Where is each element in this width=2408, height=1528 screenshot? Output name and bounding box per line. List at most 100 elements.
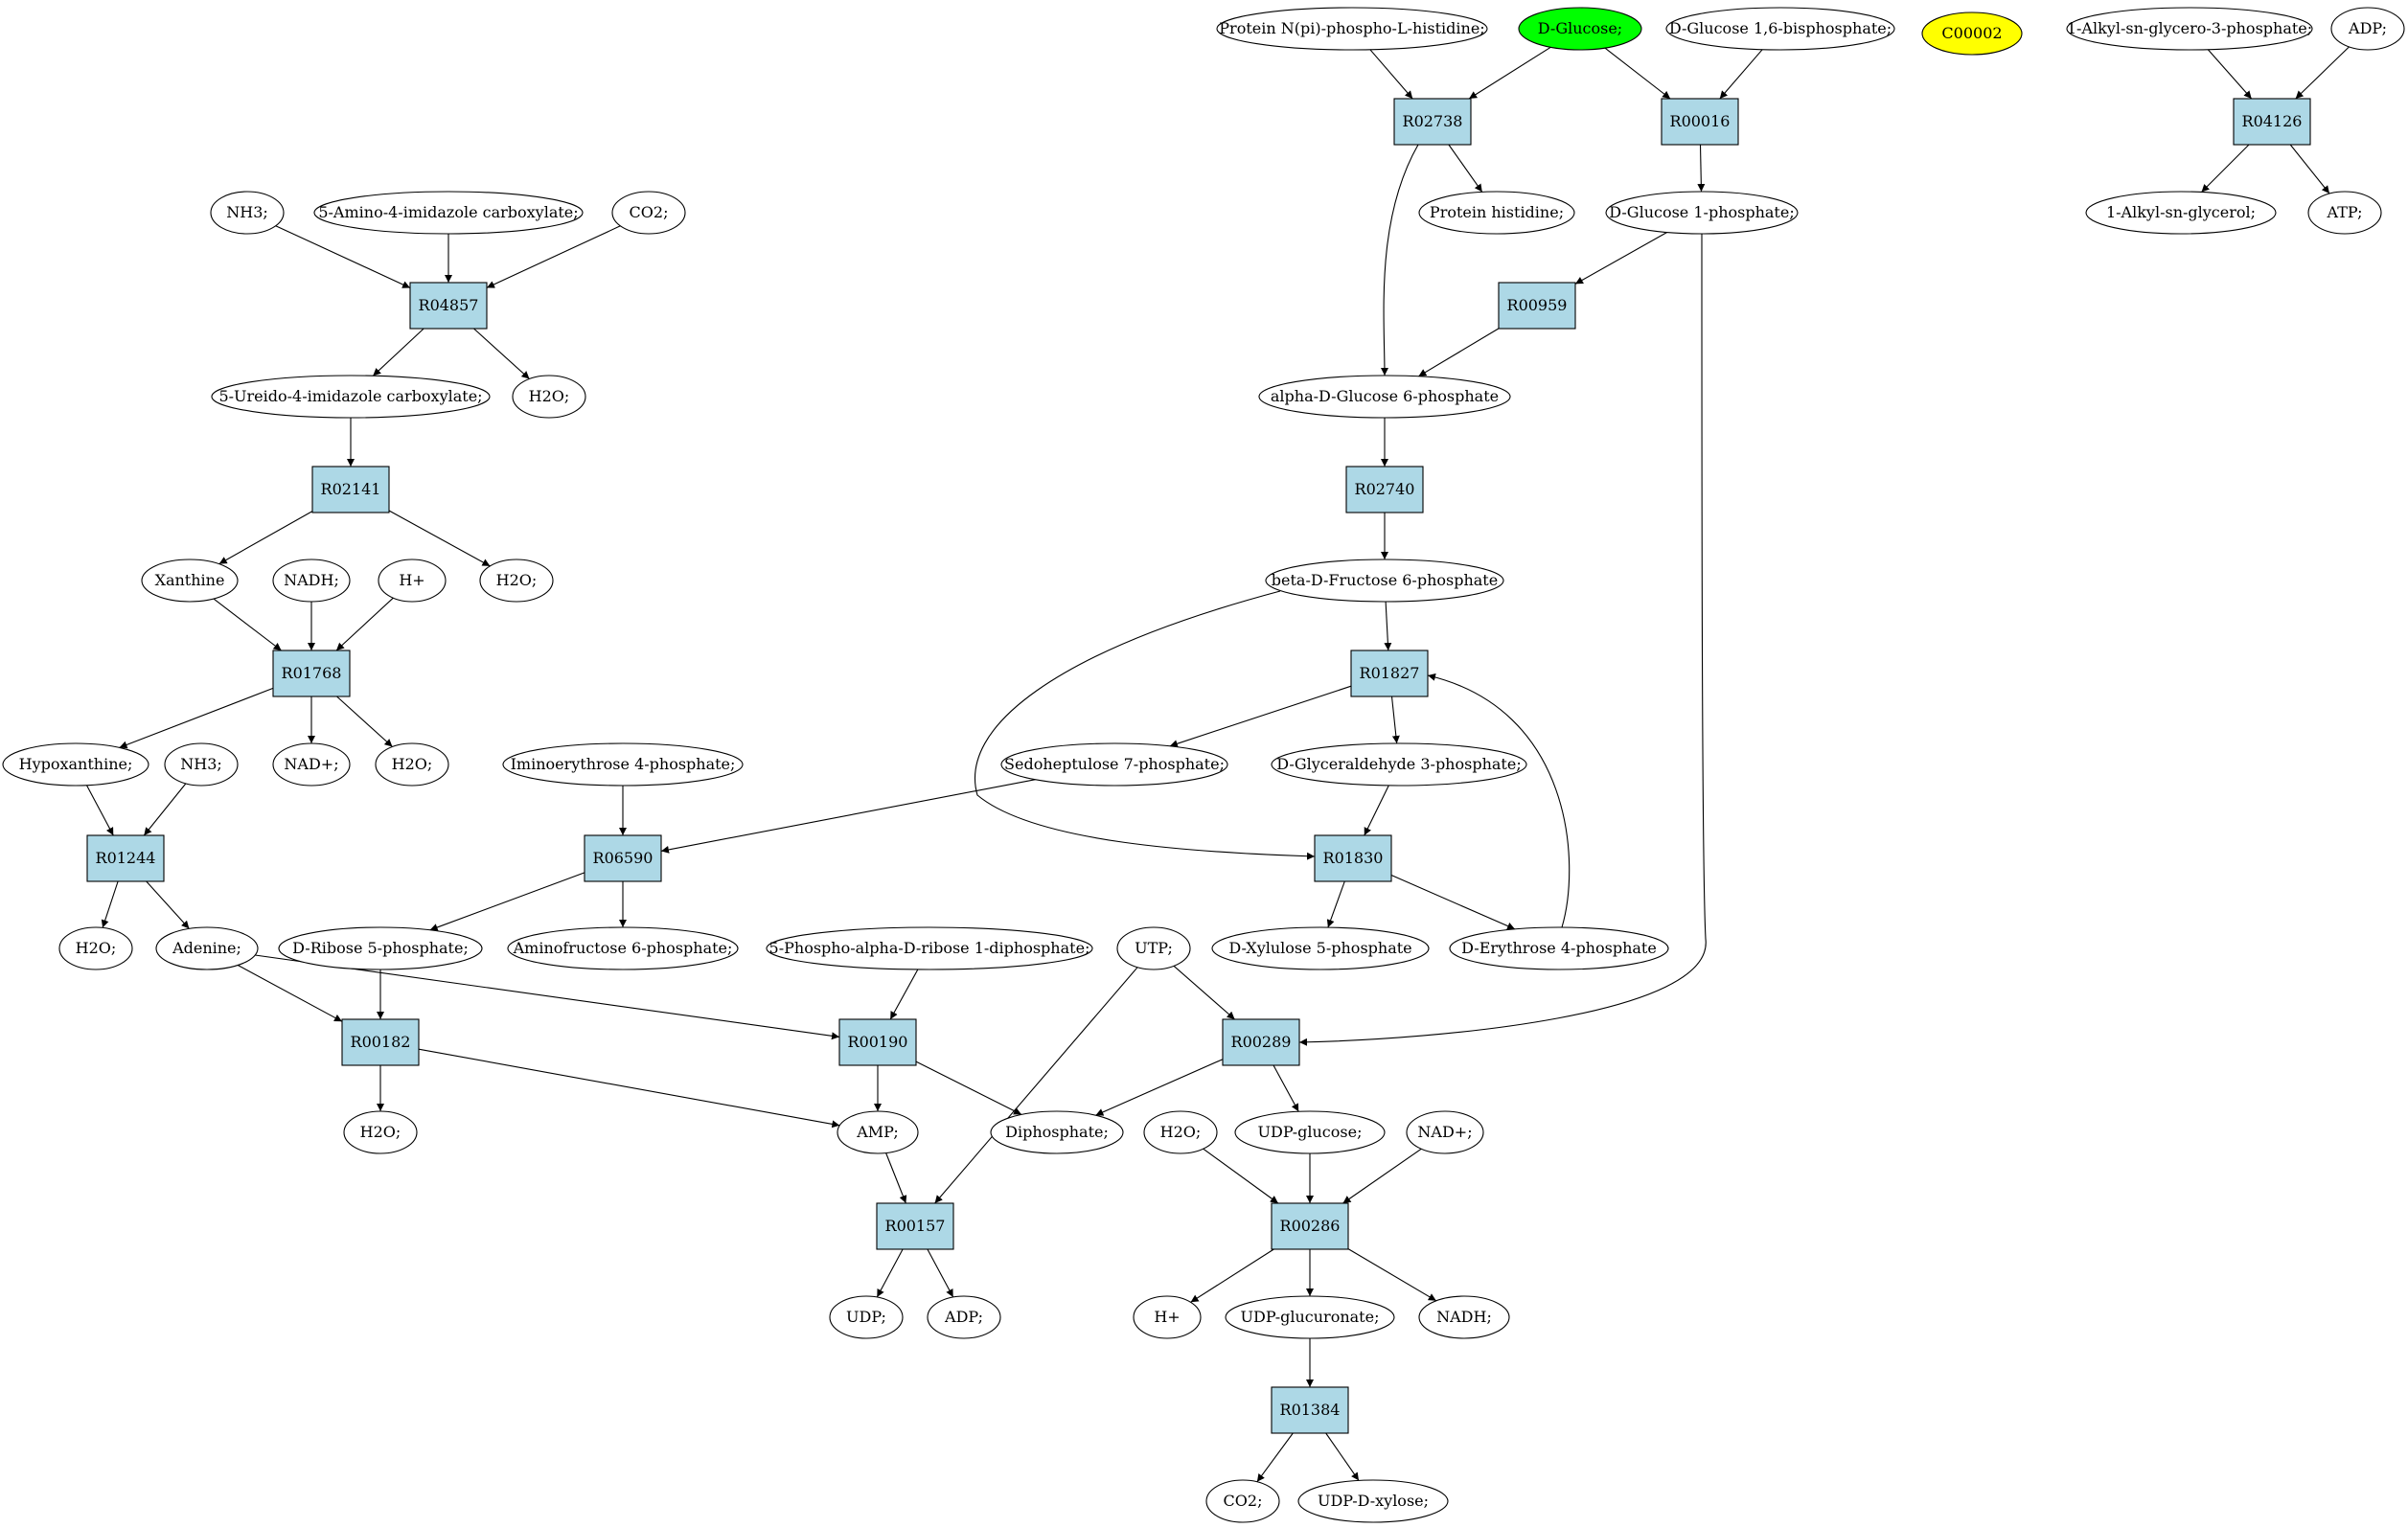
edge-c_utp-to-R00289 (1173, 965, 1235, 1020)
compound-label: UTP; (1135, 939, 1173, 957)
compound-node-c_aminofru6p[interactable]: Aminofructose 6-phosphate; (507, 926, 739, 970)
compound-label: beta-D-Fructose 6-phosphate (1272, 571, 1498, 589)
reaction-node-R02738[interactable]: R02738 (1393, 98, 1472, 146)
compound-label: D-Erythrose 4-phosphate (1461, 939, 1657, 957)
reaction-node-R00182[interactable]: R00182 (341, 1018, 420, 1066)
reaction-node-R00190[interactable]: R00190 (838, 1018, 917, 1066)
compound-node-c_hplus_b[interactable]: H+ (1133, 1295, 1202, 1339)
compound-node-c_iminoery[interactable]: Iminoerythrose 4-phosphate; (502, 742, 744, 787)
reaction-node-R04857[interactable]: R04857 (409, 282, 488, 330)
reaction-node-R00286[interactable]: R00286 (1271, 1202, 1349, 1250)
compound-ellipse (375, 742, 449, 787)
compound-node-c_adenine[interactable]: Adenine; (155, 926, 259, 970)
reaction-node-R04126[interactable]: R04126 (2233, 98, 2311, 146)
compound-label: Xanthine (155, 571, 225, 589)
compound-ellipse (512, 375, 586, 419)
compound-node-c_bf6p[interactable]: beta-D-Fructose 6-phosphate (1265, 559, 1504, 603)
reaction-node-R02740[interactable]: R02740 (1345, 466, 1424, 513)
compound-node-c_nadh_a[interactable]: NADH; (272, 559, 351, 603)
reaction-node-R01827[interactable]: R01827 (1350, 650, 1429, 697)
compound-ellipse (479, 559, 554, 603)
reaction-box (341, 1018, 420, 1066)
compound-node-c_protein_nphis[interactable]: Protein N(pi)-phospho-L-histidine; (1216, 7, 1488, 51)
compound-label: Iminoerythrose 4-phosphate; (511, 755, 736, 773)
compound-node-c_nadplus_b[interactable]: NAD+; (1406, 1110, 1484, 1154)
compound-ellipse (211, 375, 491, 419)
compound-ellipse (1143, 1110, 1218, 1154)
compound-node-c_e4p[interactable]: D-Erythrose 4-phosphate (1449, 926, 1669, 970)
compound-node-c_co2_b[interactable]: CO2; (1205, 1479, 1280, 1523)
reaction-label: R00016 (1670, 112, 1731, 130)
compound-node-c_dglc1p[interactable]: D-Glucose 1-phosphate; (1605, 191, 1799, 235)
compound-label: H2O; (529, 387, 570, 405)
reaction-node-R00016[interactable]: R00016 (1661, 98, 1739, 146)
compound-label: ATP; (2327, 203, 2363, 221)
compound-node-c_h2o_d[interactable]: H2O; (58, 926, 133, 970)
edge-c_nh3_b-to-R01244 (143, 783, 187, 836)
compound-node-c_protein_his[interactable]: Protein histidine; (1418, 191, 1575, 235)
compound-node-c_r5p[interactable]: D-Ribose 5-phosphate; (278, 926, 483, 970)
compound-node-c_gap[interactable]: D-Glyceraldehyde 3-phosphate; (1271, 742, 1527, 787)
compound-node-c_h2o_b[interactable]: H2O; (479, 559, 554, 603)
compound-node-c_hplus_a[interactable]: H+ (378, 559, 447, 603)
compound-label: 1-Alkyl-sn-glycero-3-phosphate; (2067, 19, 2312, 37)
compound-ellipse (2, 742, 149, 787)
reaction-node-R01830[interactable]: R01830 (1314, 834, 1392, 882)
edge-c_gap-to-R01830 (1364, 785, 1389, 836)
compound-node-c_h2o_a[interactable]: H2O; (512, 375, 586, 419)
compound-node-c_c00002[interactable]: C00002 (1921, 11, 2023, 56)
reaction-box (1345, 466, 1424, 513)
compound-node-c_alkylg3p[interactable]: 1-Alkyl-sn-glycero-3-phosphate; (2066, 7, 2313, 51)
compound-node-c_h2o_e[interactable]: H2O; (343, 1110, 418, 1154)
compound-node-c_diphosphate[interactable]: Diphosphate; (990, 1110, 1124, 1154)
compound-node-c_h2o_c[interactable]: H2O; (375, 742, 449, 787)
compound-node-c_alkylglycerol[interactable]: 1-Alkyl-sn-glycerol; (2085, 191, 2277, 235)
compound-node-c_prpp[interactable]: 5-Phospho-alpha-D-ribose 1-diphosphate; (766, 926, 1093, 970)
reaction-node-R02141[interactable]: R02141 (311, 466, 390, 513)
compound-node-c_h2o_f[interactable]: H2O; (1143, 1110, 1218, 1154)
compound-node-c_nadplus_a[interactable]: NAD+; (272, 742, 351, 787)
compound-label: Aminofructose 6-phosphate; (513, 939, 733, 957)
compound-ellipse (1225, 1295, 1395, 1339)
reaction-node-R01384[interactable]: R01384 (1271, 1386, 1349, 1434)
reaction-node-R00157[interactable]: R00157 (876, 1202, 954, 1250)
compound-ellipse (1605, 191, 1799, 235)
reaction-node-R00959[interactable]: R00959 (1498, 282, 1576, 330)
compound-node-c_nh3_a[interactable]: NH3; (210, 191, 285, 235)
compound-node-c_hypoxanthine[interactable]: Hypoxanthine; (2, 742, 149, 787)
compound-node-c_dglucose[interactable]: D-Glucose; (1518, 7, 1642, 51)
compound-node-c_utp[interactable]: UTP; (1116, 926, 1191, 970)
reaction-node-R01768[interactable]: R01768 (272, 650, 351, 697)
compound-node-c_xanthine[interactable]: Xanthine (141, 559, 239, 603)
compound-node-c_xu5p[interactable]: D-Xylulose 5-phosphate (1211, 926, 1430, 970)
compound-node-c_udpxyl[interactable]: UDP-D-xylose; (1297, 1479, 1449, 1523)
edge-R01244-to-c_h2o_d (101, 880, 119, 928)
compound-node-c_ureido[interactable]: 5-Ureido-4-imidazole carboxylate; (211, 375, 491, 419)
compound-node-c_nh3_b[interactable]: NH3; (164, 742, 239, 787)
compound-node-c_co2_a[interactable]: CO2; (611, 191, 686, 235)
compound-node-c_sedo7p[interactable]: Sedoheptulose 7-phosphate; (1000, 742, 1228, 787)
edge-c_utp-to-R00157 (934, 967, 1138, 1204)
compound-node-c_udpglc[interactable]: UDP-glucose; (1234, 1110, 1386, 1154)
compound-ellipse (210, 191, 285, 235)
compound-node-c_udp[interactable]: UDP; (829, 1295, 904, 1339)
edge-R02141-to-c_h2o_b (388, 510, 491, 567)
compound-node-c_adp_top[interactable]: ADP; (2330, 7, 2405, 51)
compound-node-c_dglc16bp[interactable]: D-Glucose 1,6-bisphosphate; (1665, 7, 1895, 51)
compound-node-c_nadh_b[interactable]: NADH; (1418, 1295, 1510, 1339)
edge-R01384-to-c_co2_b (1256, 1432, 1294, 1483)
compound-node-c_udpglcA[interactable]: UDP-glucuronate; (1225, 1295, 1395, 1339)
compound-node-c_atp_top[interactable]: ATP; (2307, 191, 2382, 235)
compound-node-c_aica[interactable]: 5-Amino-4-imidazole carboxylate; (313, 191, 584, 235)
compound-node-c_ag6p[interactable]: alpha-D-Glucose 6-phosphate (1258, 375, 1511, 419)
reaction-label: R00959 (1507, 296, 1568, 314)
compound-label: D-Glucose 1,6-bisphosphate; (1669, 19, 1892, 37)
edge-R00286-to-c_hplus_b (1190, 1248, 1274, 1303)
compound-label: H2O; (360, 1123, 401, 1141)
compound-label: Hypoxanthine; (19, 755, 133, 773)
compound-node-c_amp[interactable]: AMP; (837, 1110, 919, 1154)
reaction-node-R00289[interactable]: R00289 (1222, 1018, 1300, 1066)
reaction-node-R06590[interactable]: R06590 (584, 834, 662, 882)
reaction-node-R01244[interactable]: R01244 (86, 834, 165, 882)
compound-node-c_adp_b[interactable]: ADP; (927, 1295, 1001, 1339)
